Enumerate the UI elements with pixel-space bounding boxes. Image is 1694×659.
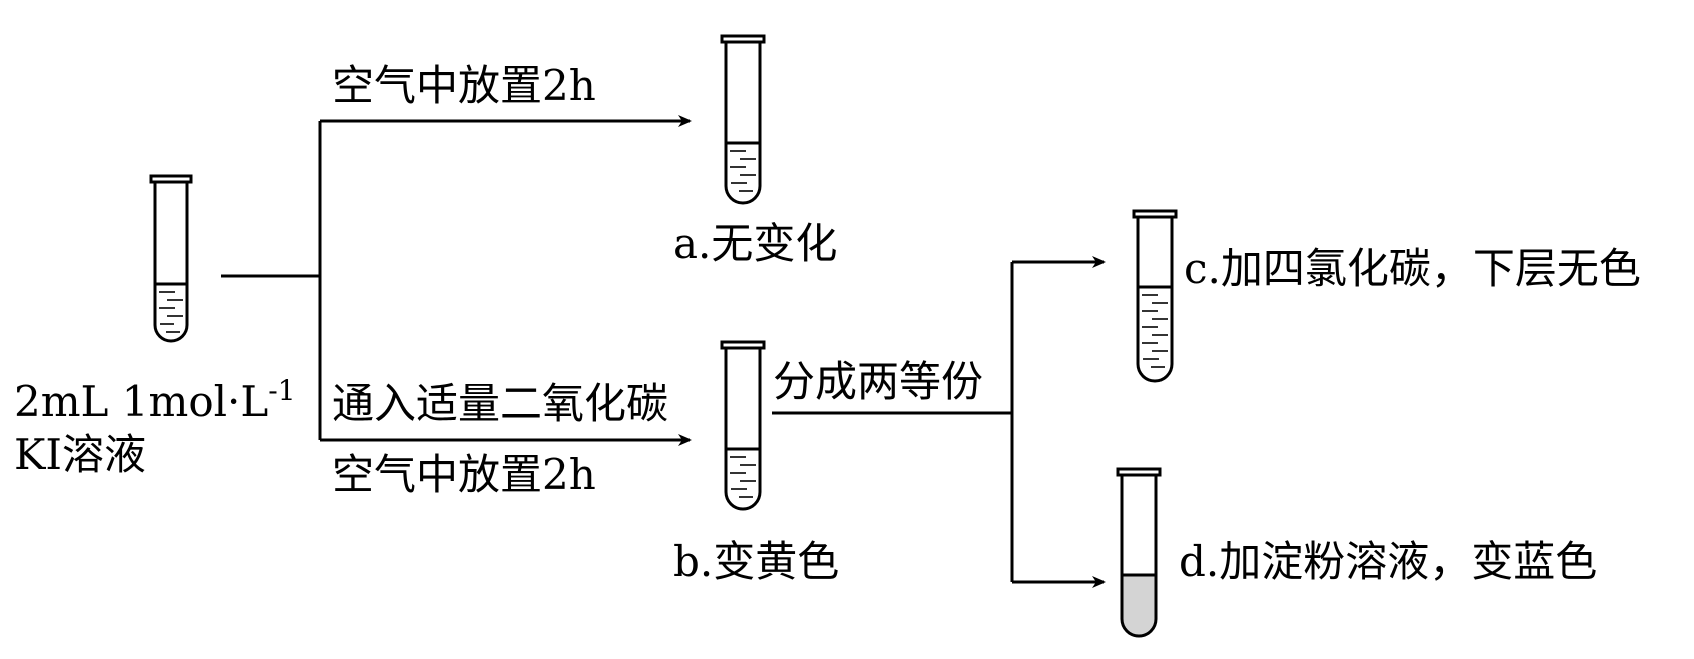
tube-a-liquid-hatch xyxy=(730,150,756,192)
source-label-line2: KI溶液 xyxy=(14,430,146,479)
result-c-label: c.加四氯化碳，下层无色 xyxy=(1184,244,1641,293)
top-path-label: 空气中放置2h xyxy=(332,61,596,110)
source-test-tube xyxy=(149,174,193,343)
source-liquid-hatch xyxy=(159,291,183,333)
source-concentration: 2mL 1mol·L xyxy=(14,377,268,426)
test-tube-c xyxy=(1132,209,1178,383)
test-tube-a xyxy=(720,34,766,205)
tube-b-liquid-hatch xyxy=(730,456,756,498)
result-a-label: a.无变化 xyxy=(673,219,837,268)
tube-d-liquid xyxy=(1122,575,1156,636)
source-concentration-exponent: -1 xyxy=(268,374,295,407)
split-label: 分成两等份 xyxy=(773,357,983,406)
result-b-label: b.变黄色 xyxy=(673,537,839,586)
test-tube-d xyxy=(1116,467,1162,638)
source-label-line1: 2mL 1mol·L-1 xyxy=(14,374,296,426)
bottom-path-label-below: 空气中放置2h xyxy=(332,450,596,499)
connector-lines xyxy=(221,115,1106,588)
bottom-path-label-above: 通入适量二氧化碳 xyxy=(332,379,668,428)
tube-c-liquid-hatch xyxy=(1142,294,1168,368)
result-d-label: d.加淀粉溶液，变蓝色 xyxy=(1179,537,1597,586)
test-tube-b xyxy=(720,340,766,511)
